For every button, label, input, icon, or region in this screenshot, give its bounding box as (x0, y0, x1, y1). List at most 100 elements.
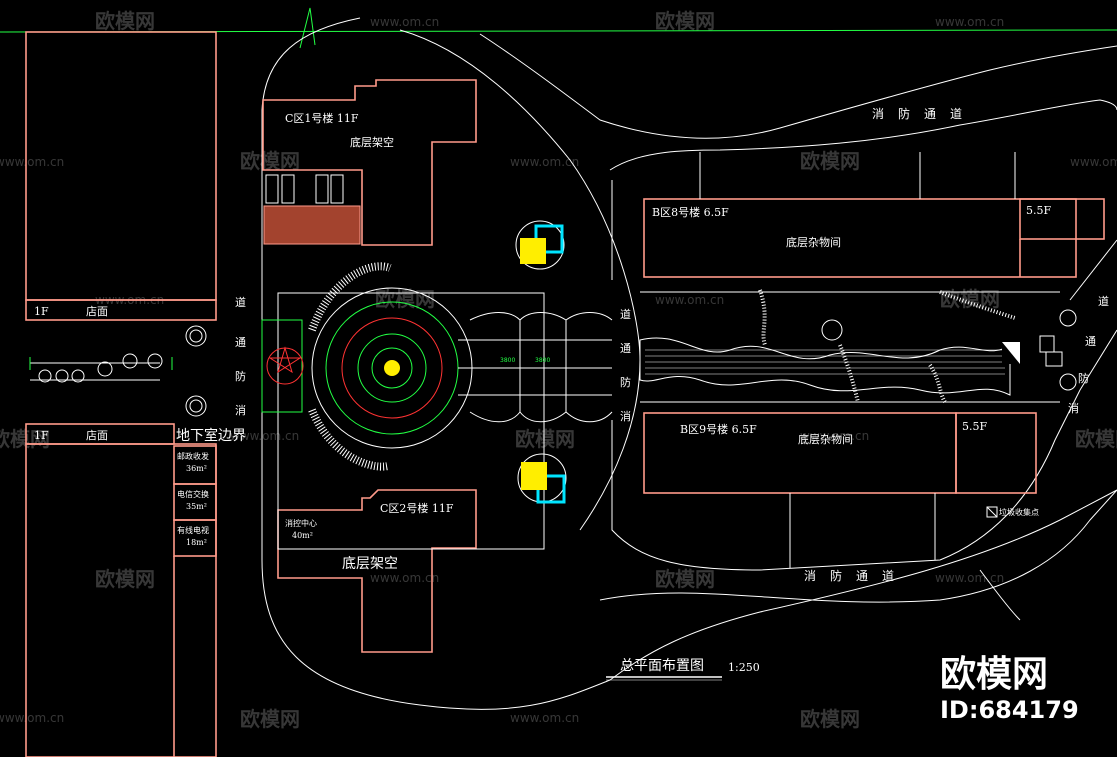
basement-boundary-label: 地下室边界 (176, 427, 246, 444)
parking-car (281, 174, 295, 204)
pickup-point-label: 垃圾收集点 (999, 507, 1039, 517)
room-cable-tv-area: 18m² (186, 538, 207, 547)
stepping-path (758, 289, 767, 346)
watermark-url: www.om.cn (370, 571, 439, 585)
central-plaza: 3800 3800 (261, 262, 613, 550)
tree-symbol (189, 399, 203, 413)
building-c1-name: C区1号楼 11F (285, 111, 359, 125)
dim-mark: 3800 (535, 357, 550, 364)
watermark-url: www.om.cn (1070, 155, 1117, 169)
stepping-path (928, 363, 947, 404)
pavilion-north (515, 220, 565, 270)
road-label-left: 消 (235, 403, 246, 417)
pavilion-south (517, 453, 567, 504)
road-label-center: 道 (620, 307, 631, 321)
road-label-right: 通 (1085, 335, 1096, 348)
building-b8-ground: 底层杂物间 (786, 235, 841, 249)
garden-pond (639, 337, 1011, 396)
plaza-edge-upper (399, 29, 641, 361)
building-b8-outline (643, 198, 1077, 278)
left-strip: 1F 店面 1F 店面 地下室边界 邮政收发 36m² 电信交换 35m² 有线… (25, 31, 246, 757)
site-outline (261, 17, 1117, 710)
garden-kiosk (1045, 351, 1063, 367)
watermark-url: www.om.cn (0, 711, 64, 725)
watermark-logo: 欧模网 (940, 287, 1000, 311)
watermark-logo: 欧模网 (0, 427, 50, 451)
building-b9-ground: 底层杂物间 (798, 432, 853, 446)
garden-kiosk (1039, 335, 1055, 353)
pickup-point-icon (986, 506, 998, 518)
plaza-arc-bottom (469, 411, 613, 423)
road-top-inner (609, 99, 1117, 171)
left-building-bottom (25, 443, 217, 757)
room-cable-tv (173, 519, 217, 557)
road-label-left: 防 (235, 369, 246, 383)
stepping-path (838, 344, 860, 403)
watermark-logo: 欧模网 (240, 149, 300, 173)
room-telecom-name: 电信交换 (177, 489, 209, 499)
left-bottom-floor: 1F (34, 429, 49, 442)
entry-bollard (55, 369, 69, 383)
pavilion-ring (515, 220, 565, 270)
entry-bollard (71, 369, 85, 383)
road-label-right: 道 (1098, 294, 1109, 308)
plaza-arc-top (469, 312, 613, 321)
road-label-right: 消 (1068, 401, 1079, 415)
room-post-name: 邮政收发 (177, 451, 209, 461)
drawing-scale: 1:250 (728, 661, 760, 674)
watermark-url: www.om.cn (935, 571, 1004, 585)
room-telecom-area: 35m² (186, 502, 207, 511)
watermark-logo: 欧模网 (240, 707, 300, 731)
building-b9-name: B区9号楼 6.5F (680, 422, 757, 436)
tree-symbol (185, 395, 207, 417)
watermark-logo: 欧模网 (515, 427, 575, 451)
road-top-outer (479, 33, 1117, 139)
plaza-steps-lower (308, 408, 389, 471)
road-right-edge (1069, 239, 1117, 301)
entry-bollard (147, 353, 163, 369)
plaza-axis-lines (458, 339, 612, 396)
watermark-logo: 欧模网 (655, 567, 715, 591)
pavilion-body (521, 462, 547, 490)
entry-bollard (122, 353, 138, 369)
watermark-logo: 欧模网 (95, 9, 155, 33)
left-top-shop: 店面 (86, 304, 108, 318)
parking-paving (263, 205, 361, 245)
road-label-center: 防 (620, 375, 631, 389)
building-c2: C区2号楼 11F 底层架空 消控中心 40m² (277, 489, 477, 653)
watermark-logo: 欧模网 (375, 287, 435, 311)
tree-symbol (185, 325, 207, 347)
watermark-url: www.om.cn (655, 293, 724, 307)
control-center-name: 消控中心 (285, 518, 317, 528)
tree-symbol (1059, 309, 1077, 327)
road-label-center: 通 (620, 342, 631, 355)
pickup-point-icon (986, 506, 998, 518)
brand-logo: 欧模网 (940, 654, 1048, 695)
watermark-url: www.om.cn (800, 429, 869, 443)
plaza-inner-ring (357, 333, 427, 403)
plaza-frame (277, 292, 545, 550)
break-mark (299, 7, 316, 49)
road-bottom-spur (979, 569, 1021, 621)
building-c2-outline (277, 489, 477, 653)
room-post-area: 36m² (186, 464, 207, 473)
building-b8: B区8号楼 6.5F 底层杂物间 5.5F (643, 152, 1105, 278)
building-b9: B区9号楼 6.5F 底层杂物间 5.5F (643, 412, 1037, 568)
fountain-center (384, 360, 400, 376)
watermark-logo: 欧模网 (1075, 427, 1117, 451)
dim-mark: 3800 (500, 357, 515, 364)
feature-tree (266, 346, 304, 385)
building-b9-side (955, 412, 1037, 494)
road-label-right: 防 (1078, 371, 1089, 385)
room-cable-tv-name: 有线电视 (177, 525, 209, 535)
road-bottom-outer (599, 489, 1117, 603)
building-b8-side-floors: 5.5F (1026, 204, 1051, 217)
road-label-center: 消 (620, 409, 631, 423)
watermark-logo: 欧模网 (800, 707, 860, 731)
garden-tree (821, 319, 843, 341)
watermark-url: www.om.cn (370, 15, 439, 29)
building-b8-side (1019, 198, 1105, 240)
brand-id: ID:684179 (940, 696, 1079, 724)
left-shop-top (25, 299, 217, 321)
